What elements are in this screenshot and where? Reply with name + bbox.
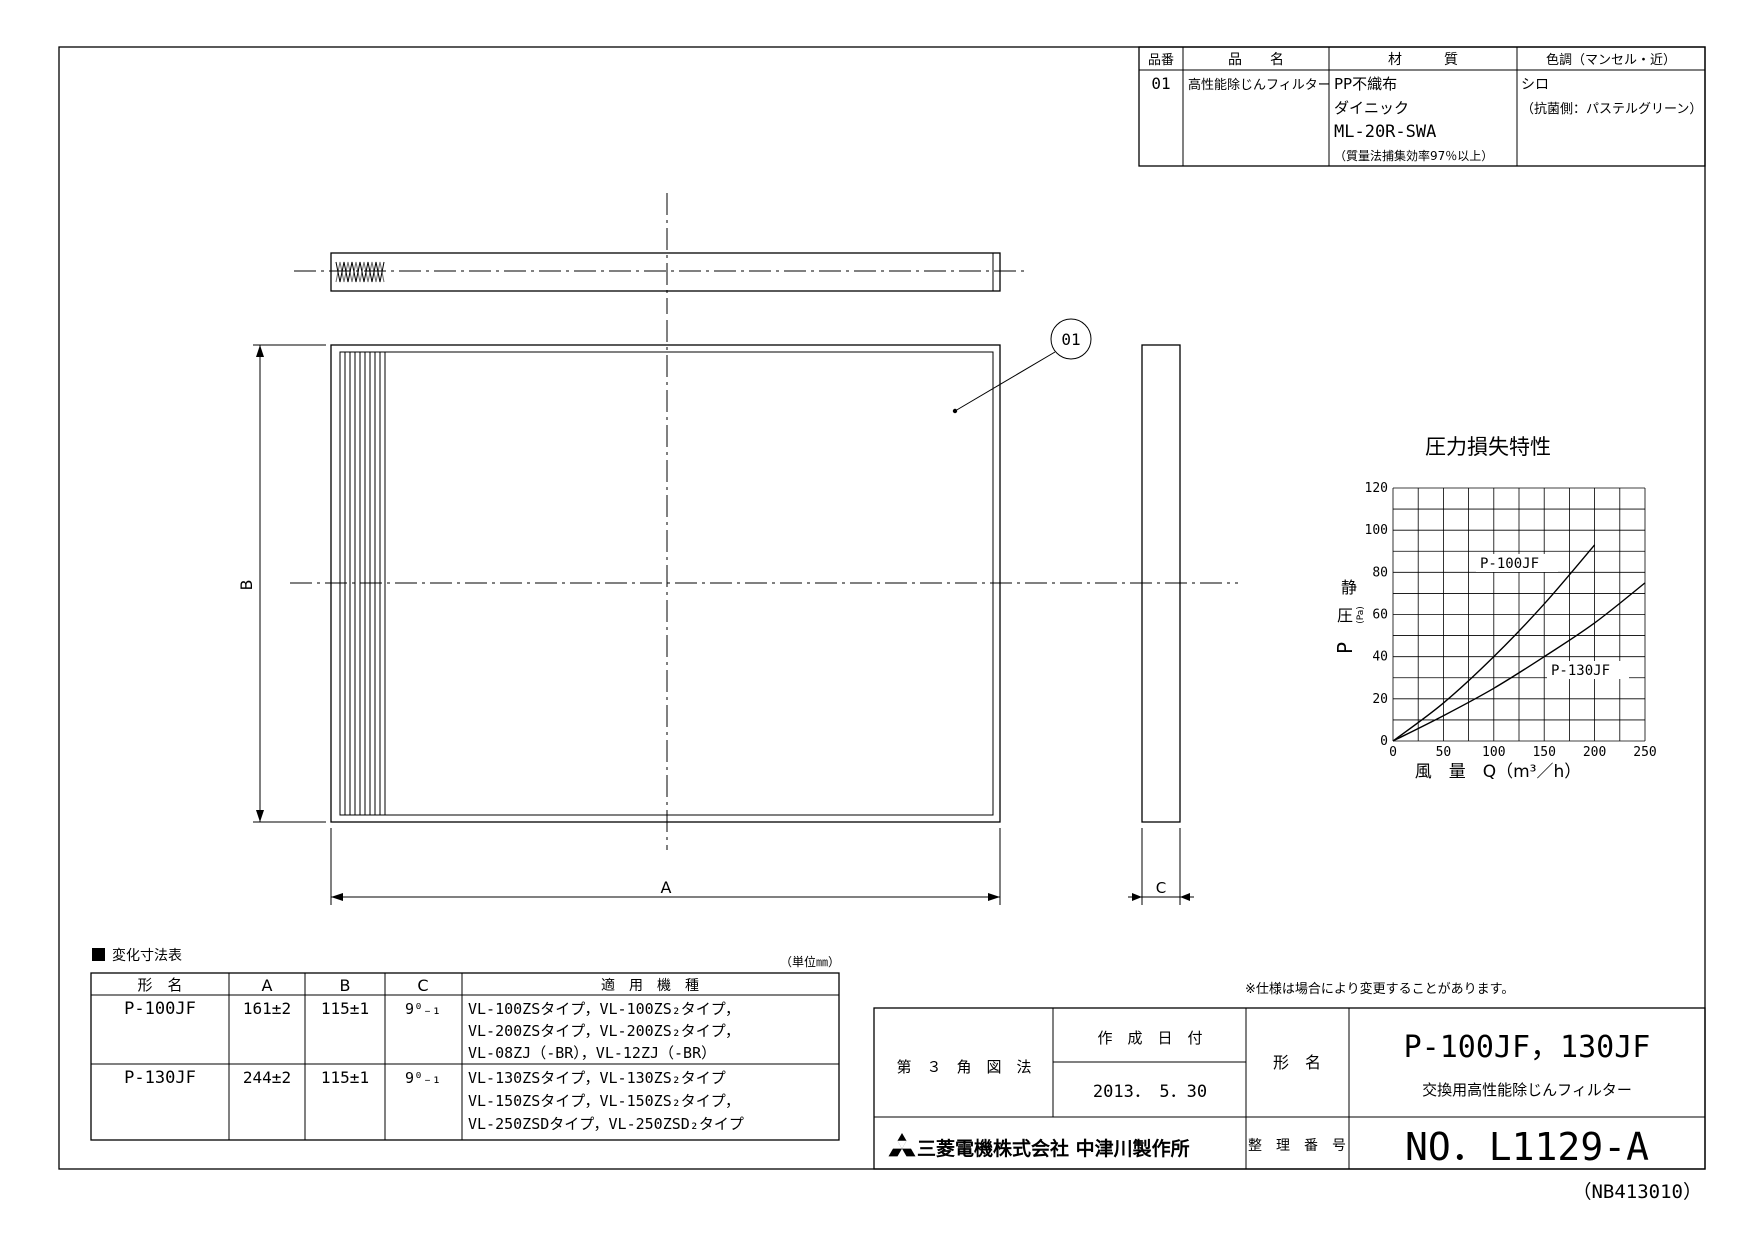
dim-table-header-apps: 適 用 機 種 bbox=[601, 977, 699, 994]
y-tick-label: 60 bbox=[1372, 608, 1388, 623]
x-tick-label: 100 bbox=[1482, 745, 1505, 760]
chart-y-label-unit: (Pa) bbox=[1356, 606, 1366, 624]
model-name: P-100JF，130JF bbox=[1404, 1030, 1651, 1065]
chart-tick-labels: 0 50 100 150 200 250 0 20 40 60 80 100 120 bbox=[1365, 481, 1657, 760]
chart-y-label-b: 圧 bbox=[1337, 606, 1353, 625]
dim-table-header-a: A bbox=[262, 976, 273, 995]
parts-header-material: 材 質 bbox=[1388, 52, 1458, 68]
spec-change-note: ※仕様は場合により変更することがあります。 bbox=[1245, 981, 1514, 997]
company-name: 三菱電機株式会社 中津川製作所 bbox=[917, 1137, 1190, 1160]
x-tick-label: 200 bbox=[1583, 745, 1606, 760]
dim-row1-app-3: VL-08ZJ（-BR），VL-12ZJ（-BR） bbox=[468, 1044, 716, 1062]
x-tick-label: 250 bbox=[1633, 745, 1656, 760]
dim-row1-app-2: VL-200ZSタイプ，VL-200ZS₂タイプ， bbox=[468, 1022, 740, 1040]
title-block: 第 ３ 角 図 法 作 成 日 付 2013． 5．30 形 名 P-100JF… bbox=[873, 1007, 1706, 1170]
parts-row-no: 01 bbox=[1151, 74, 1170, 93]
dim-row2-a: 244±2 bbox=[243, 1068, 291, 1087]
dim-row1-b: 115±1 bbox=[321, 999, 369, 1018]
filter-top-view bbox=[294, 193, 1025, 314]
dim-row1-app-1: VL-100ZSタイプ，VL-100ZS₂タイプ， bbox=[468, 1000, 740, 1018]
y-tick-label: 0 bbox=[1380, 734, 1388, 749]
chart-y-label-c: P bbox=[1333, 642, 1357, 654]
dim-row2-app-3: VL-250ZSDタイプ，VL-250ZSD₂タイプ bbox=[468, 1115, 744, 1133]
parts-row-name: 高性能除じんフィルター bbox=[1188, 77, 1331, 93]
ref-number: NO．L1129-A bbox=[1405, 1125, 1649, 1169]
parts-header-color: 色調（マンセル・近） bbox=[1546, 52, 1676, 68]
chart-title: 圧力損失特性 bbox=[1425, 435, 1551, 459]
chart-x-axis-label: 風 量 Q（m³／h） bbox=[1415, 762, 1582, 782]
chart-grid bbox=[1392, 487, 1646, 742]
parts-row-material-3: ML-20R-SWA bbox=[1334, 122, 1436, 142]
series-label-p-130jf: P-130JF bbox=[1551, 663, 1610, 679]
part-balloon: 01 bbox=[1061, 330, 1080, 349]
y-tick-label: 40 bbox=[1372, 650, 1388, 665]
chart-series: P-100JF P-130JF bbox=[1392, 544, 1646, 742]
dim-row2-b: 115±1 bbox=[321, 1068, 369, 1087]
dim-row1-c: 9⁰₋₁ bbox=[405, 1000, 441, 1018]
creation-date: 2013． 5．30 bbox=[1093, 1082, 1207, 1102]
filter-front-view: 01 B A bbox=[237, 318, 1238, 905]
dim-label-B: B bbox=[237, 580, 256, 591]
parts-table: 品番 品 名 材 質 色調（マンセル・近） 01 高性能除じんフィルター PP不… bbox=[1138, 46, 1706, 167]
ref-number-label: 整 理 番 号 bbox=[1248, 1138, 1346, 1154]
dim-table-header-c: C bbox=[417, 976, 428, 995]
dim-table-unit: （単位㎜） bbox=[780, 954, 840, 969]
series-line-p-130jf bbox=[1392, 582, 1646, 742]
document-code: （NB413010） bbox=[1572, 1181, 1702, 1203]
y-tick-label: 100 bbox=[1365, 523, 1388, 538]
parts-header-no: 品番 bbox=[1148, 53, 1174, 68]
filter-side-view: C bbox=[1128, 344, 1194, 905]
parts-row-color-2: （抗菌側：パステルグリーン） bbox=[1521, 102, 1702, 117]
parts-row-material-4: （質量法捕集効率97％以上） bbox=[1334, 148, 1493, 163]
sheet-border bbox=[58, 46, 1706, 1170]
parts-row-material-1: PP不織布 bbox=[1334, 75, 1397, 93]
dimension-table: 変化寸法表 （単位㎜） 形 名 A B C 適 用 機 種 P-100JF 16… bbox=[90, 947, 840, 1141]
dim-row2-model: P-130JF bbox=[124, 1068, 196, 1088]
dim-row2-c: 9⁰₋₁ bbox=[405, 1069, 441, 1087]
dim-row2-app-1: VL-130ZSタイプ，VL-130ZS₂タイプ bbox=[468, 1069, 726, 1087]
x-tick-label: 150 bbox=[1532, 745, 1555, 760]
dim-label-C: C bbox=[1156, 879, 1166, 897]
pressure-loss-chart: 圧力損失特性 0 50 100 150 200 250 0 20 40 60 80 100 120 P-… bbox=[1333, 435, 1657, 782]
chart-y-label-a: 静 bbox=[1341, 578, 1357, 597]
model-label: 形 名 bbox=[1273, 1053, 1321, 1072]
y-tick-label: 20 bbox=[1372, 692, 1388, 707]
product-name: 交換用高性能除じんフィルター bbox=[1422, 1081, 1632, 1099]
dim-table-header-model: 形 名 bbox=[137, 976, 182, 994]
parts-header-name: 品 名 bbox=[1228, 52, 1284, 68]
series-label-p-100jf: P-100JF bbox=[1480, 556, 1539, 572]
company-logo-icon bbox=[888, 1133, 916, 1157]
series-label-bg bbox=[1547, 661, 1629, 679]
dim-row2-app-2: VL-150ZSタイプ，VL-150ZS₂タイプ， bbox=[468, 1092, 740, 1110]
dim-row1-a: 161±2 bbox=[243, 999, 291, 1018]
x-tick-label: 0 bbox=[1389, 745, 1397, 760]
series-line-p-100jf bbox=[1392, 544, 1596, 742]
table-bullet-icon bbox=[92, 948, 105, 961]
y-tick-label: 120 bbox=[1365, 481, 1388, 496]
date-label: 作 成 日 付 bbox=[1097, 1029, 1202, 1047]
series-label-bg bbox=[1476, 554, 1558, 572]
parts-row-color-1: シロ bbox=[1521, 77, 1549, 93]
y-tick-label: 80 bbox=[1372, 565, 1388, 580]
projection-method: 第 ３ 角 図 法 bbox=[896, 1058, 1031, 1076]
dim-label-A: A bbox=[661, 878, 672, 897]
parts-row-material-2: ダイニック bbox=[1334, 99, 1409, 117]
x-tick-label: 50 bbox=[1436, 745, 1452, 760]
dim-table-header-b: B bbox=[340, 976, 351, 995]
dim-table-caption: 変化寸法表 bbox=[112, 947, 182, 964]
dim-row1-model: P-100JF bbox=[124, 999, 196, 1019]
